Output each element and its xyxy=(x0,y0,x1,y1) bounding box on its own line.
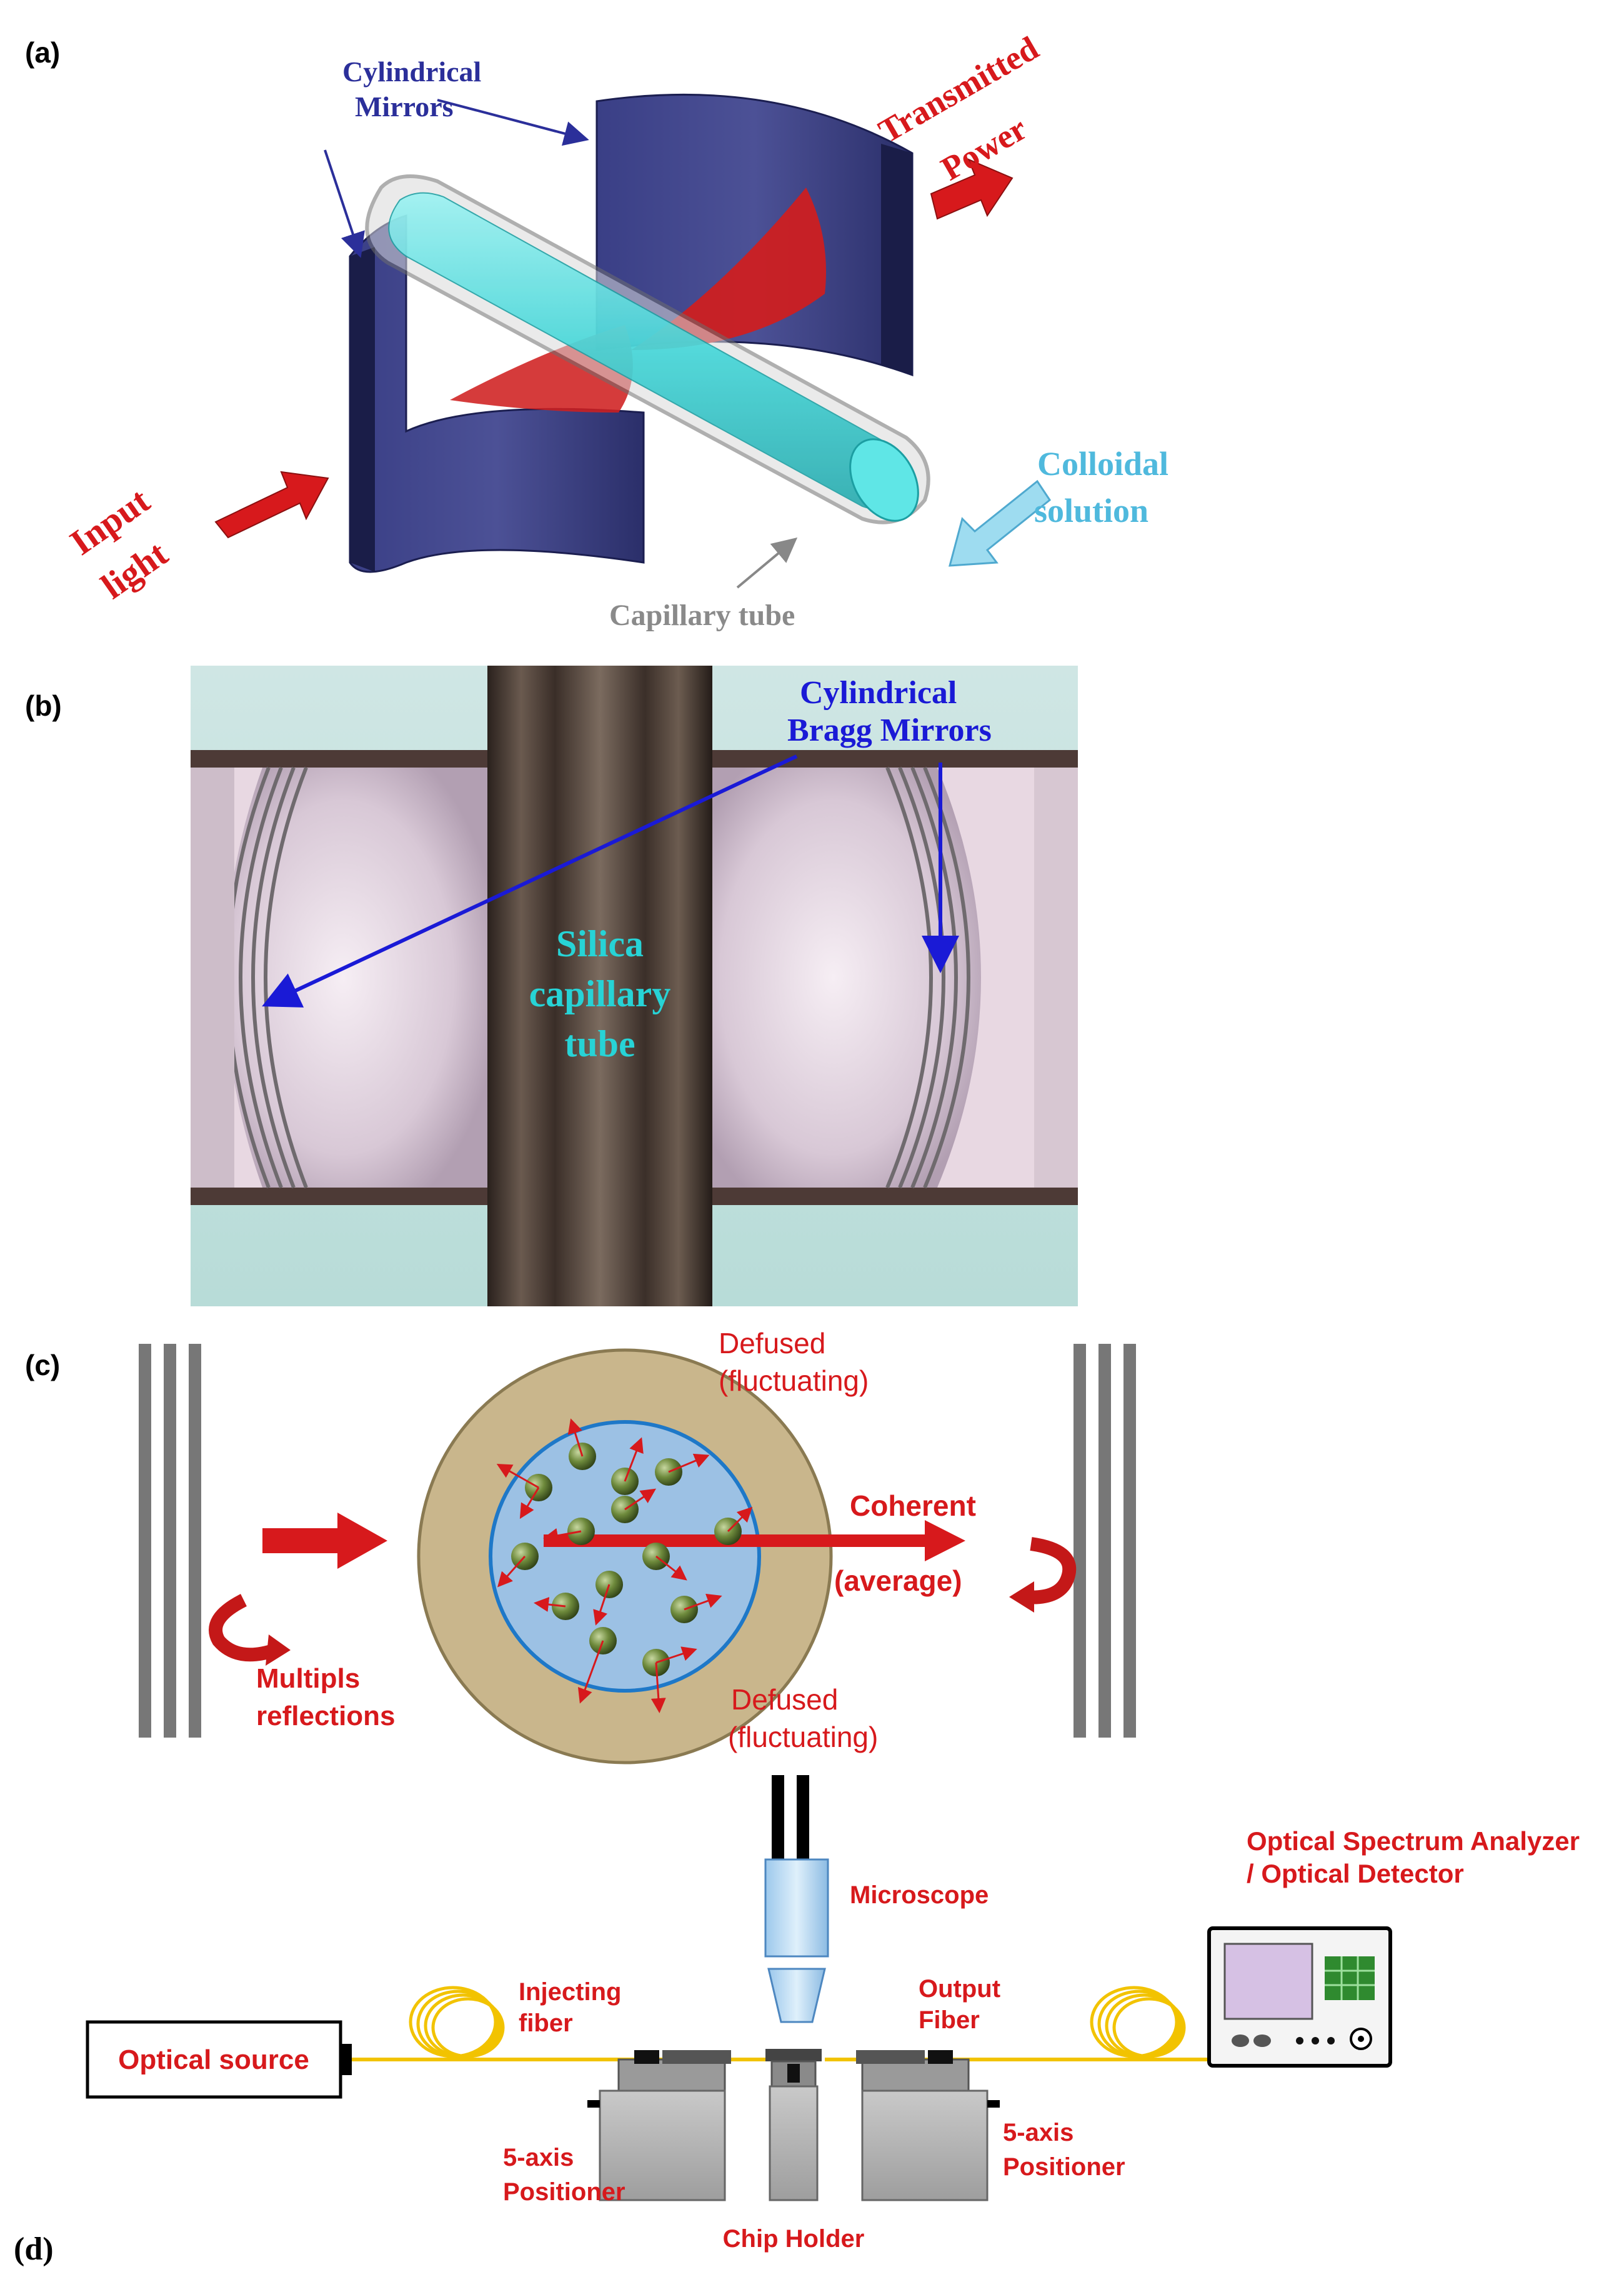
output-fiber-label-line2: Fiber xyxy=(919,2006,980,2034)
right-5-axis-positioner xyxy=(856,2050,1000,2201)
left-mirror-plate-2 xyxy=(164,1344,176,1738)
right-mirror-plate-1 xyxy=(1074,1344,1086,1738)
right-positioner-label-line1: 5-axis xyxy=(1003,2119,1074,2146)
colloidal-label-line2: solution xyxy=(1034,492,1148,529)
defused-top-line2: (fluctuating) xyxy=(719,1364,869,1397)
input-light-arrow xyxy=(214,471,329,539)
optical-source-label: Optical source xyxy=(118,2044,309,2075)
panel-c-label: (c) xyxy=(25,1349,60,1381)
osa-dot-1 xyxy=(1296,2037,1303,2044)
mirrors-label-line2: Mirrors xyxy=(355,91,454,123)
osa-knob-1 xyxy=(1232,2034,1249,2047)
multiple-reflections-line1: Multipls xyxy=(256,1663,360,1694)
back-mirror-edge xyxy=(881,144,912,375)
optical-source-box xyxy=(86,2020,342,2099)
bragg-pointer-arrow-left xyxy=(262,754,798,1008)
left-mirror-plate-3 xyxy=(189,1344,201,1738)
optical-spectrum-analyzer xyxy=(1207,1926,1392,2068)
osa-grid-display xyxy=(1325,1956,1375,2000)
silica-label-line2: capillary xyxy=(529,973,671,1014)
panel-b: (b) Cylindrical Bragg Mirrors xyxy=(25,666,1078,1306)
right-mirror-plate-2 xyxy=(1098,1344,1111,1738)
tube-end-face xyxy=(849,438,919,522)
panel-a: (a) Cylindrical Mirrors Transmitted Powe… xyxy=(25,29,1168,632)
injecting-fiber-label-line1: Injecting xyxy=(519,1978,621,2006)
coherent-light-arrow xyxy=(544,1520,965,1561)
osa-dot-2 xyxy=(1312,2037,1319,2044)
silica-label-line3: tube xyxy=(564,1023,635,1064)
mirrors-label-line1: Cylindrical xyxy=(342,56,481,88)
colloidal-label-line1: Colloidal xyxy=(1037,445,1168,483)
bragg-label-line2: Bragg Mirrors xyxy=(787,713,992,748)
defused-top-line1: Defused xyxy=(719,1327,825,1359)
coherent-line1: Coherent xyxy=(850,1489,976,1522)
osa-dot-3 xyxy=(1327,2037,1335,2044)
colloid-core xyxy=(489,1420,761,1693)
microscope-cable-1 xyxy=(772,1775,784,1863)
left-reflection-curl xyxy=(209,1594,277,1662)
left-reflection-curl-head xyxy=(266,1634,291,1666)
osa-screen xyxy=(1223,1943,1313,2020)
left-5-axis-positioner xyxy=(587,2050,731,2201)
left-positioner-label-line2: Positioner xyxy=(503,2178,625,2206)
capillary-pointer-arrow xyxy=(736,537,798,589)
panel-b-label: (b) xyxy=(25,689,62,722)
right-reflection-curl xyxy=(1024,1537,1077,1604)
bragg-label-line1: Cylindrical xyxy=(800,675,957,711)
right-bragg-mirror-rings xyxy=(885,766,970,1189)
mirror-pointer-arrow-front xyxy=(324,149,365,258)
colloidal-inflow-arrow xyxy=(949,479,1052,567)
osa-label-line1: Optical Spectrum Analyzer xyxy=(1247,1826,1580,1856)
microscope-objective xyxy=(767,1968,826,2023)
panel-c: (c) xyxy=(25,1327,1136,1764)
microscope-label: Microscope xyxy=(850,1881,989,1909)
incident-light-arrow xyxy=(262,1513,387,1569)
injecting-fiber-label-line2: fiber xyxy=(519,2009,573,2037)
osa-grid-lines xyxy=(1325,1956,1375,2000)
multiple-reflections-line2: reflections xyxy=(256,1701,396,1731)
right-cavity-region xyxy=(712,768,981,1188)
right-positioner-label-line2: Positioner xyxy=(1003,2153,1125,2181)
coherent-line2: (average) xyxy=(834,1564,962,1597)
left-cavity-region xyxy=(225,768,487,1188)
silica-label-line1: Silica xyxy=(556,923,644,964)
chip-holder xyxy=(765,2049,822,2201)
panel-d-label: (d) xyxy=(14,2231,54,2267)
silica-capillary-tube xyxy=(487,666,712,1306)
panel-a-label: (a) xyxy=(25,36,60,69)
optical-source-connector xyxy=(341,2044,352,2075)
transmitted-light-cone xyxy=(631,188,826,350)
defused-bottom-line2: (fluctuating) xyxy=(728,1721,878,1753)
output-fiber-label-line1: Output xyxy=(919,1975,1000,2003)
defused-bottom-line1: Defused xyxy=(731,1683,838,1716)
front-mirror-edge xyxy=(350,247,375,572)
microscope-cable-2 xyxy=(797,1775,809,1863)
osa-label-line2: / Optical Detector xyxy=(1247,1859,1464,1888)
osa-dial-center xyxy=(1358,2036,1364,2042)
right-reflection-curl-head xyxy=(1009,1581,1034,1613)
chip-holder-label: Chip Holder xyxy=(723,2225,865,2253)
left-outer-region xyxy=(191,768,234,1188)
panel-d: (d) Microscope Optical source Injecting xyxy=(14,1775,1580,2267)
right-outer-region xyxy=(1034,768,1078,1188)
scattered-light-arrows xyxy=(496,1418,753,1713)
transmitted-power-arrow xyxy=(930,158,1014,220)
injecting-fiber-coil xyxy=(409,1986,505,2058)
capillary-label: Capillary tube xyxy=(609,599,795,632)
left-positioner-label-line1: 5-axis xyxy=(503,2144,574,2171)
mirror-pointer-arrow-back xyxy=(437,99,589,146)
microscope-body xyxy=(764,1858,829,1958)
output-fiber-coil xyxy=(1090,1986,1186,2058)
right-mirror-plate-3 xyxy=(1123,1344,1136,1738)
left-mirror-plate-1 xyxy=(139,1344,151,1738)
osa-knob-2 xyxy=(1253,2034,1271,2047)
